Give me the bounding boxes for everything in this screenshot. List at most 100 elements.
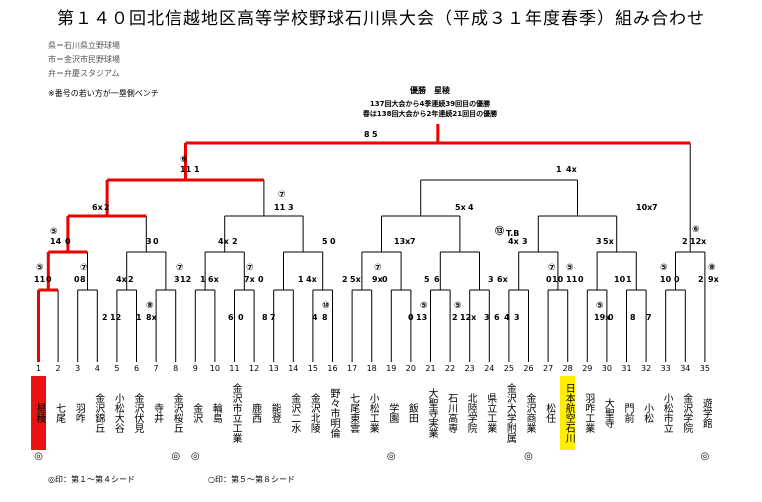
score-label: 12 xyxy=(180,275,191,284)
score-label: 8 xyxy=(80,275,86,284)
score-label: 3 xyxy=(146,237,152,246)
team-name: 鹿西 xyxy=(249,403,261,423)
team-name: 遊学館 xyxy=(700,398,712,428)
team-number: 26 xyxy=(523,364,534,373)
team-number: 24 xyxy=(484,364,495,373)
team-name: 金沢市立工業 xyxy=(230,383,241,443)
score-label: 4x xyxy=(306,275,318,284)
score-label: 0 xyxy=(608,313,614,322)
seed-mark: ◎ xyxy=(700,451,710,462)
score-label: 0 xyxy=(153,237,159,246)
champion-note-1: 137回大会から4季連続39回目の優勝 xyxy=(369,100,491,108)
team-number: 14 xyxy=(288,364,299,373)
game-number: ⑤ xyxy=(596,301,604,311)
team-name: 石川高専 xyxy=(445,393,457,433)
team-name: 小松市立 xyxy=(661,393,673,433)
seed-mark: ◎ xyxy=(524,451,533,462)
game-number: ⑤ xyxy=(660,263,668,273)
team-number: 7 xyxy=(153,364,159,373)
score-label: 8x xyxy=(146,313,158,322)
score-label: 0 xyxy=(382,275,388,284)
game-number: ⑩ xyxy=(322,301,330,311)
game-number: ⑦ xyxy=(374,263,382,273)
score-label: 4x xyxy=(218,237,230,246)
team-name: 日本航空石川 xyxy=(560,376,576,450)
team-number: 31 xyxy=(621,364,632,373)
venue-note-3: 弁＝弁慶スタジアム xyxy=(48,69,120,78)
game-number: ⑦ xyxy=(548,263,556,273)
team-name: 輪島 xyxy=(210,403,222,423)
score-label: 6x xyxy=(497,275,509,284)
team-number: 3 xyxy=(75,364,81,373)
team-number: 35 xyxy=(699,364,710,373)
score-label: 4 xyxy=(504,313,510,322)
score-label: 8 xyxy=(364,130,370,139)
team-name: 金沢学院 xyxy=(680,393,692,433)
game-number: ⑥ xyxy=(180,155,188,165)
bench-note: ※番号の若い方が一塁側ベンチ xyxy=(48,89,159,98)
score-label: 0 xyxy=(65,237,71,246)
team-name: 松任 xyxy=(543,403,555,423)
team-number: 22 xyxy=(445,364,456,373)
score-label: 6 xyxy=(228,313,234,322)
score-label: 5 xyxy=(424,275,430,284)
score-label: 2 xyxy=(128,275,134,284)
score-label: 2 xyxy=(682,237,688,246)
team-name: 大聖寺実業 xyxy=(426,388,437,438)
score-label: 6x xyxy=(208,275,220,284)
venue-note-1: 県＝石川県立野球場 xyxy=(48,41,120,50)
score-label: 5x xyxy=(455,203,467,212)
score-label: 8 xyxy=(630,313,636,322)
team-name: 金沢北陵 xyxy=(308,393,320,433)
score-label: 2 xyxy=(452,313,458,322)
score-label: 8 xyxy=(322,313,328,322)
score-label: 2 xyxy=(342,275,348,284)
team-number: 10 xyxy=(209,364,220,373)
game-number: ⑧ xyxy=(146,301,154,311)
team-number: 11 xyxy=(229,364,240,373)
score-label: 1 xyxy=(136,313,142,322)
score-label: 1 xyxy=(298,275,304,284)
team-number: 34 xyxy=(680,364,691,373)
team-number: 1 xyxy=(35,364,42,373)
team-name: 金沢二水 xyxy=(288,393,300,433)
score-label: 4x xyxy=(508,237,520,246)
score-label: T.B xyxy=(506,229,519,238)
score-label: 0 xyxy=(46,275,52,284)
score-label: 10 xyxy=(552,275,564,284)
team-number: 25 xyxy=(503,364,514,373)
team-name: 飯田 xyxy=(406,403,418,423)
score-label: 1 xyxy=(556,165,562,174)
team-name: 金沢錦丘 xyxy=(92,393,104,433)
team-name: 金沢商業 xyxy=(524,393,535,433)
score-label: 12x xyxy=(460,313,477,322)
team-name: 小松大谷 xyxy=(112,393,124,433)
team-name: 大聖寺 xyxy=(602,398,614,428)
score-label: 5x xyxy=(350,275,362,284)
score-label: 9x xyxy=(708,275,720,284)
team-number: 30 xyxy=(601,364,612,373)
team-number: 32 xyxy=(641,364,652,373)
score-label: 2 xyxy=(698,275,704,284)
team-number: 13 xyxy=(268,364,279,373)
team-name: 七尾 xyxy=(53,403,65,423)
score-label: 10 xyxy=(614,275,626,284)
score-label: 0 xyxy=(74,275,80,284)
team-name: 県立工業 xyxy=(484,393,496,433)
score-label: 5 xyxy=(322,237,328,246)
team-name: 星稜 xyxy=(31,376,46,450)
score-label: 0 xyxy=(408,313,414,322)
game-number: ⑬ xyxy=(495,225,504,237)
team-number: 28 xyxy=(562,364,573,373)
score-label: 3 xyxy=(174,275,180,284)
team-name: 金沢 xyxy=(190,403,202,423)
seed-mark: ◎ xyxy=(171,451,181,462)
team-number: 18 xyxy=(366,364,377,373)
score-label: 3 xyxy=(514,313,520,322)
game-number: ⑦ xyxy=(278,190,286,200)
champion-label: 優勝 星稜 xyxy=(410,86,450,95)
team-number: 29 xyxy=(582,364,593,373)
team-name: 門前 xyxy=(622,403,633,423)
score-label: 0 xyxy=(238,313,244,322)
score-label: 10x xyxy=(636,203,653,212)
